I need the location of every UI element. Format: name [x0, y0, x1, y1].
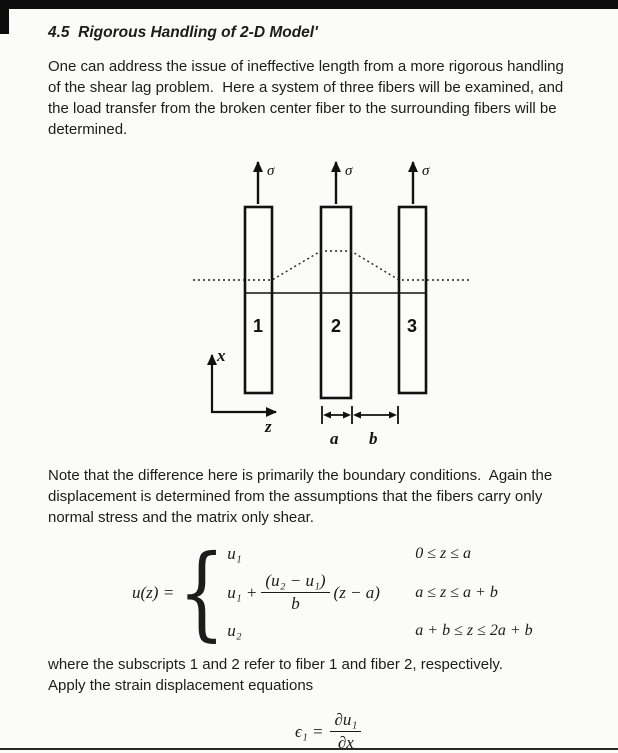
equation-lhs: u(z) = [132, 582, 175, 602]
case-2-condition: a ≤ z ≤ a + b [415, 583, 498, 601]
displacement-equation: u(z) = { u₁ 0 ≤ z ≤ a u₁ + (u₂ − u₁) b (… [132, 533, 618, 652]
fiber-2-number: 2 [331, 316, 341, 336]
strain-fraction: ∂u₁ ∂x [330, 710, 362, 753]
subscripts-line: where the subscripts 1 and 2 refer to fi… [48, 656, 503, 673]
dimension-arrowheads [323, 411, 397, 419]
x-axis-label: x [216, 346, 226, 365]
apply-strain-line: Apply the strain displacement equations [48, 677, 314, 694]
fiber-1-rect [243, 205, 274, 395]
scan-edge-left [0, 0, 9, 34]
fiber-3-number: 3 [407, 316, 417, 336]
case-1-condition: 0 ≤ z ≤ a [415, 545, 472, 562]
fiber-rects [243, 205, 428, 400]
z-axis-label: z [264, 417, 272, 436]
fiber-3-rect [397, 205, 428, 395]
cases-list: u₁ 0 ≤ z ≤ a u₁ + (u₂ − u₁) b (z − a) a … [227, 544, 532, 641]
case-row-2: u₁ + (u₂ − u₁) b (z − a) a ≤ z ≤ a + b [227, 571, 532, 614]
arrowhead-icon [389, 411, 397, 419]
case-1-expression: u₁ [227, 544, 242, 563]
case-2-fraction: (u₂ − u₁) b [261, 571, 330, 614]
case-3-condition: a + b ≤ z ≤ 2a + b [415, 622, 533, 639]
arrowhead-icon [343, 411, 351, 419]
case-row-1: u₁ 0 ≤ z ≤ a [227, 544, 532, 564]
case-3-expression: u₂ [227, 621, 242, 640]
dim-label-b: b [369, 429, 378, 448]
document-page: 4.5 Rigorous Handling of 2-D Model' One … [0, 9, 618, 753]
case-row-3: u₂ a + b ≤ z ≤ 2a + b [227, 621, 532, 641]
sigma-label-2: σ [345, 163, 353, 179]
case-2-expression: u₁ + (u₂ − u₁) b (z − a) [227, 571, 415, 614]
case-2-pre: u₁ + [227, 582, 258, 602]
strain-denominator: ∂x [337, 733, 354, 752]
arrowhead-icon [323, 411, 331, 419]
dim-label-a: a [330, 429, 339, 448]
stress-arrows [253, 161, 418, 204]
fiber-2-rect [319, 205, 353, 400]
strain-lhs: ϵ₁ = [295, 721, 324, 741]
scan-edge-top [0, 0, 618, 9]
sigma-label-3: σ [422, 163, 430, 179]
paragraph-subscripts: where the subscripts 1 and 2 refer to fi… [48, 654, 580, 696]
dotted-stress-profile [193, 250, 471, 281]
case-2-post: (z − a) [333, 582, 380, 602]
arrowhead-icon [353, 411, 361, 419]
strain-numerator: ∂u₁ [330, 710, 362, 732]
fiber-diagram-svg: σ σ σ 1 2 3 x z [193, 161, 471, 448]
strain-equation: ϵ₁ = ∂u₁ ∂x [295, 710, 618, 753]
section-heading: 4.5 Rigorous Handling of 2-D Model' [48, 24, 318, 41]
scan-edge-bottom [0, 748, 618, 750]
case-2-denominator: b [291, 594, 300, 613]
case-2-numerator: (u₂ − u₁) [261, 571, 330, 593]
fiber-diagram-figure: σ σ σ 1 2 3 x z [0, 142, 618, 452]
coordinate-axes [207, 354, 277, 417]
paragraph-intro: One can address the issue of ineffective… [48, 58, 569, 138]
sigma-label-1: σ [267, 163, 275, 179]
paragraph-boundary-conditions: Note that the difference here is primari… [48, 467, 557, 526]
cases-brace: { [178, 533, 226, 652]
fiber-1-number: 1 [253, 316, 263, 336]
